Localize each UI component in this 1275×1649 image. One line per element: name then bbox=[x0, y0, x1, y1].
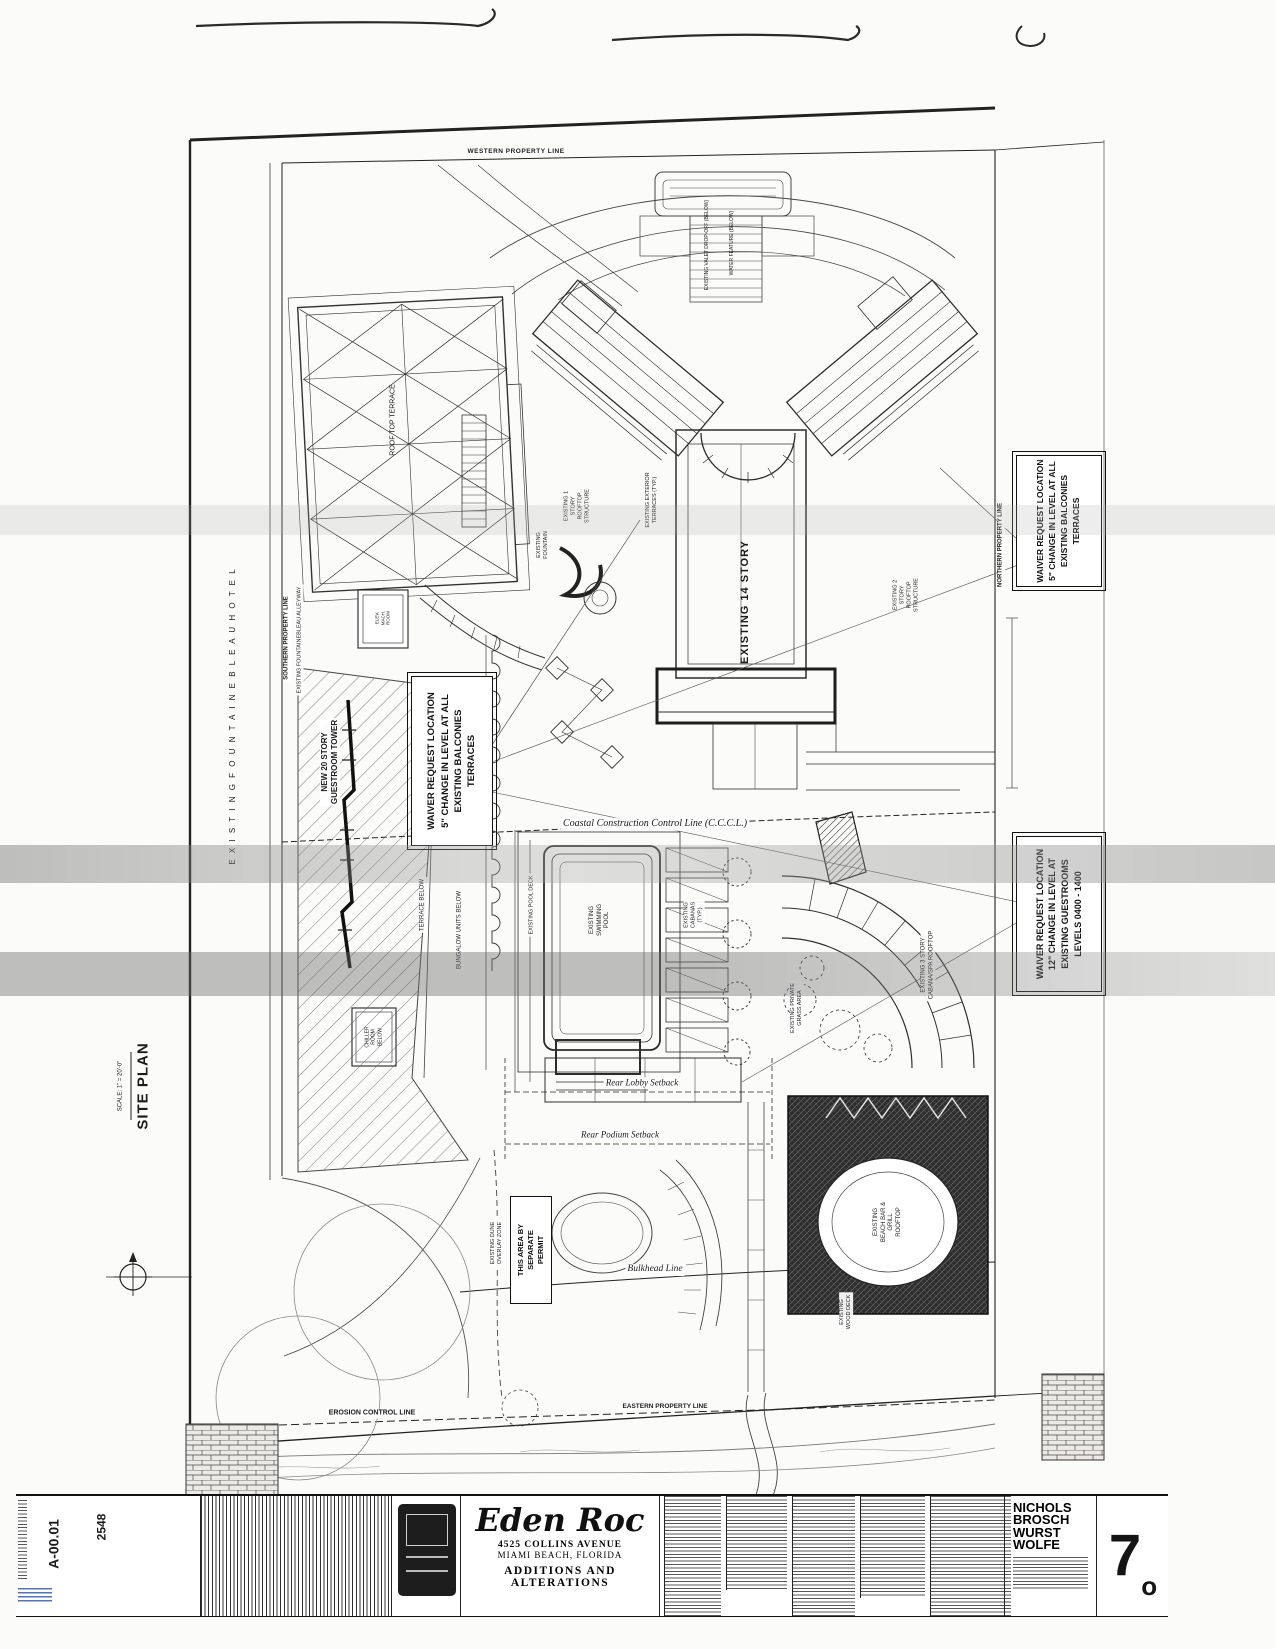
consultant-text-block-3 bbox=[792, 1496, 855, 1616]
project-address-line1: 4525 COLLINS AVENUE bbox=[498, 1540, 622, 1550]
consultant-text-block-4 bbox=[860, 1496, 925, 1598]
waiver-box-balconies-1: WAIVER REQUEST LOCATION 5" CHANGE IN LEV… bbox=[1013, 448, 1105, 594]
revision-stripe-block bbox=[200, 1496, 392, 1616]
consultant-text-block-5 bbox=[930, 1496, 1011, 1616]
project-address-line2: MIAMI BEACH, FLORIDA bbox=[497, 1550, 623, 1560]
eden-roc-logo-text: Eden Roc bbox=[475, 1501, 645, 1539]
architect-logo-block: 7 o bbox=[1096, 1496, 1169, 1616]
title-block: Eden Roc 4525 COLLINS AVENUE MIAMI BEACH… bbox=[16, 1494, 1168, 1617]
consultant-text-block-1 bbox=[664, 1496, 721, 1616]
eden-roc-stamp-logo bbox=[398, 1504, 456, 1596]
architect-logo-7: 7 bbox=[1108, 1523, 1142, 1588]
waiver-box-balconies-2: WAIVER REQUEST LOCATION 5" CHANGE IN LEV… bbox=[409, 667, 495, 855]
architect-logo-o: o bbox=[1141, 1571, 1158, 1601]
consultant-text-block-2 bbox=[726, 1496, 787, 1590]
separate-permit-box: THIS AREA BY SEPARATE PERMIT bbox=[510, 1196, 552, 1304]
blue-stamp-mark bbox=[18, 1588, 52, 1604]
edge-fine-print bbox=[18, 1500, 27, 1580]
architect-name-block: NICHOLS BROSCH WURST WOLFE bbox=[1004, 1496, 1094, 1616]
stamp-line-1 bbox=[406, 1556, 448, 1558]
waiver-box-guestrooms: WAIVER REQUEST LOCATION 12" CHANGE IN LE… bbox=[1013, 828, 1105, 1000]
stamp-inner-border bbox=[406, 1514, 448, 1546]
architect-fine-print bbox=[1013, 1557, 1088, 1592]
project-identity-block: Eden Roc 4525 COLLINS AVENUE MIAMI BEACH… bbox=[460, 1496, 660, 1616]
stamp-line-2 bbox=[406, 1570, 448, 1572]
project-title: ADDITIONS AND ALTERATIONS bbox=[504, 1565, 616, 1589]
architect-names: NICHOLS BROSCH WURST WOLFE bbox=[1013, 1500, 1072, 1553]
